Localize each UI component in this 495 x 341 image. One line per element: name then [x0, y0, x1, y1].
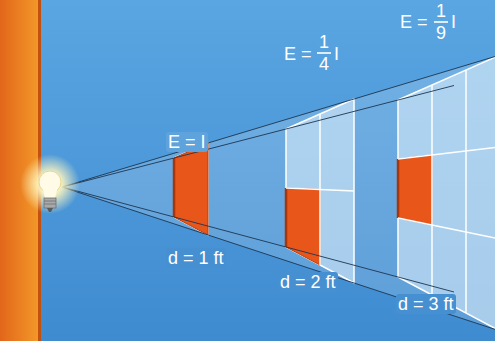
intensity-symbol: I — [332, 44, 341, 64]
light-ray — [62, 33, 495, 187]
grid-line — [398, 147, 495, 159]
distance-label: d = 3 ft — [396, 294, 456, 314]
bulb-tip — [47, 208, 53, 212]
bulb-glow — [20, 154, 80, 214]
grid-line — [431, 85, 433, 295]
light-ray — [62, 86, 454, 188]
grid-line — [465, 70, 467, 313]
fraction-denominator: 4 — [317, 54, 331, 74]
lit-square — [398, 155, 432, 225]
light-ray — [62, 187, 454, 292]
lit-square-edge — [397, 159, 400, 218]
grid-line — [286, 188, 354, 191]
light-bulb — [20, 154, 80, 214]
fraction-numerator: 1 — [317, 32, 331, 52]
illuminance-label: E = I — [166, 132, 208, 152]
fraction-bar — [434, 21, 448, 23]
light-ray — [62, 187, 495, 341]
light-beam — [62, 37, 495, 341]
light-rays — [62, 33, 495, 341]
bulb-glass — [39, 171, 61, 193]
bulb-thread — [44, 201, 56, 202]
lit-square-edge — [285, 188, 288, 247]
intensity-symbol: I — [449, 12, 458, 32]
grid-line — [398, 218, 495, 239]
lit-square — [286, 188, 320, 265]
distance-label: d = 2 ft — [278, 272, 338, 292]
bulb-base — [44, 198, 56, 208]
fraction-denominator: 9 — [434, 23, 448, 43]
frames — [174, 55, 495, 331]
beam-fill — [62, 37, 495, 341]
distance-label: d = 1 ft — [166, 248, 226, 268]
fraction-numerator: 1 — [434, 1, 448, 21]
bulb-neck — [43, 190, 57, 198]
bulb-thread — [44, 204, 56, 205]
lit-square-edge — [173, 158, 176, 217]
illuminance-label: E = — [282, 44, 314, 64]
fraction-bar — [317, 52, 331, 54]
illuminance-label: E = — [398, 12, 430, 32]
